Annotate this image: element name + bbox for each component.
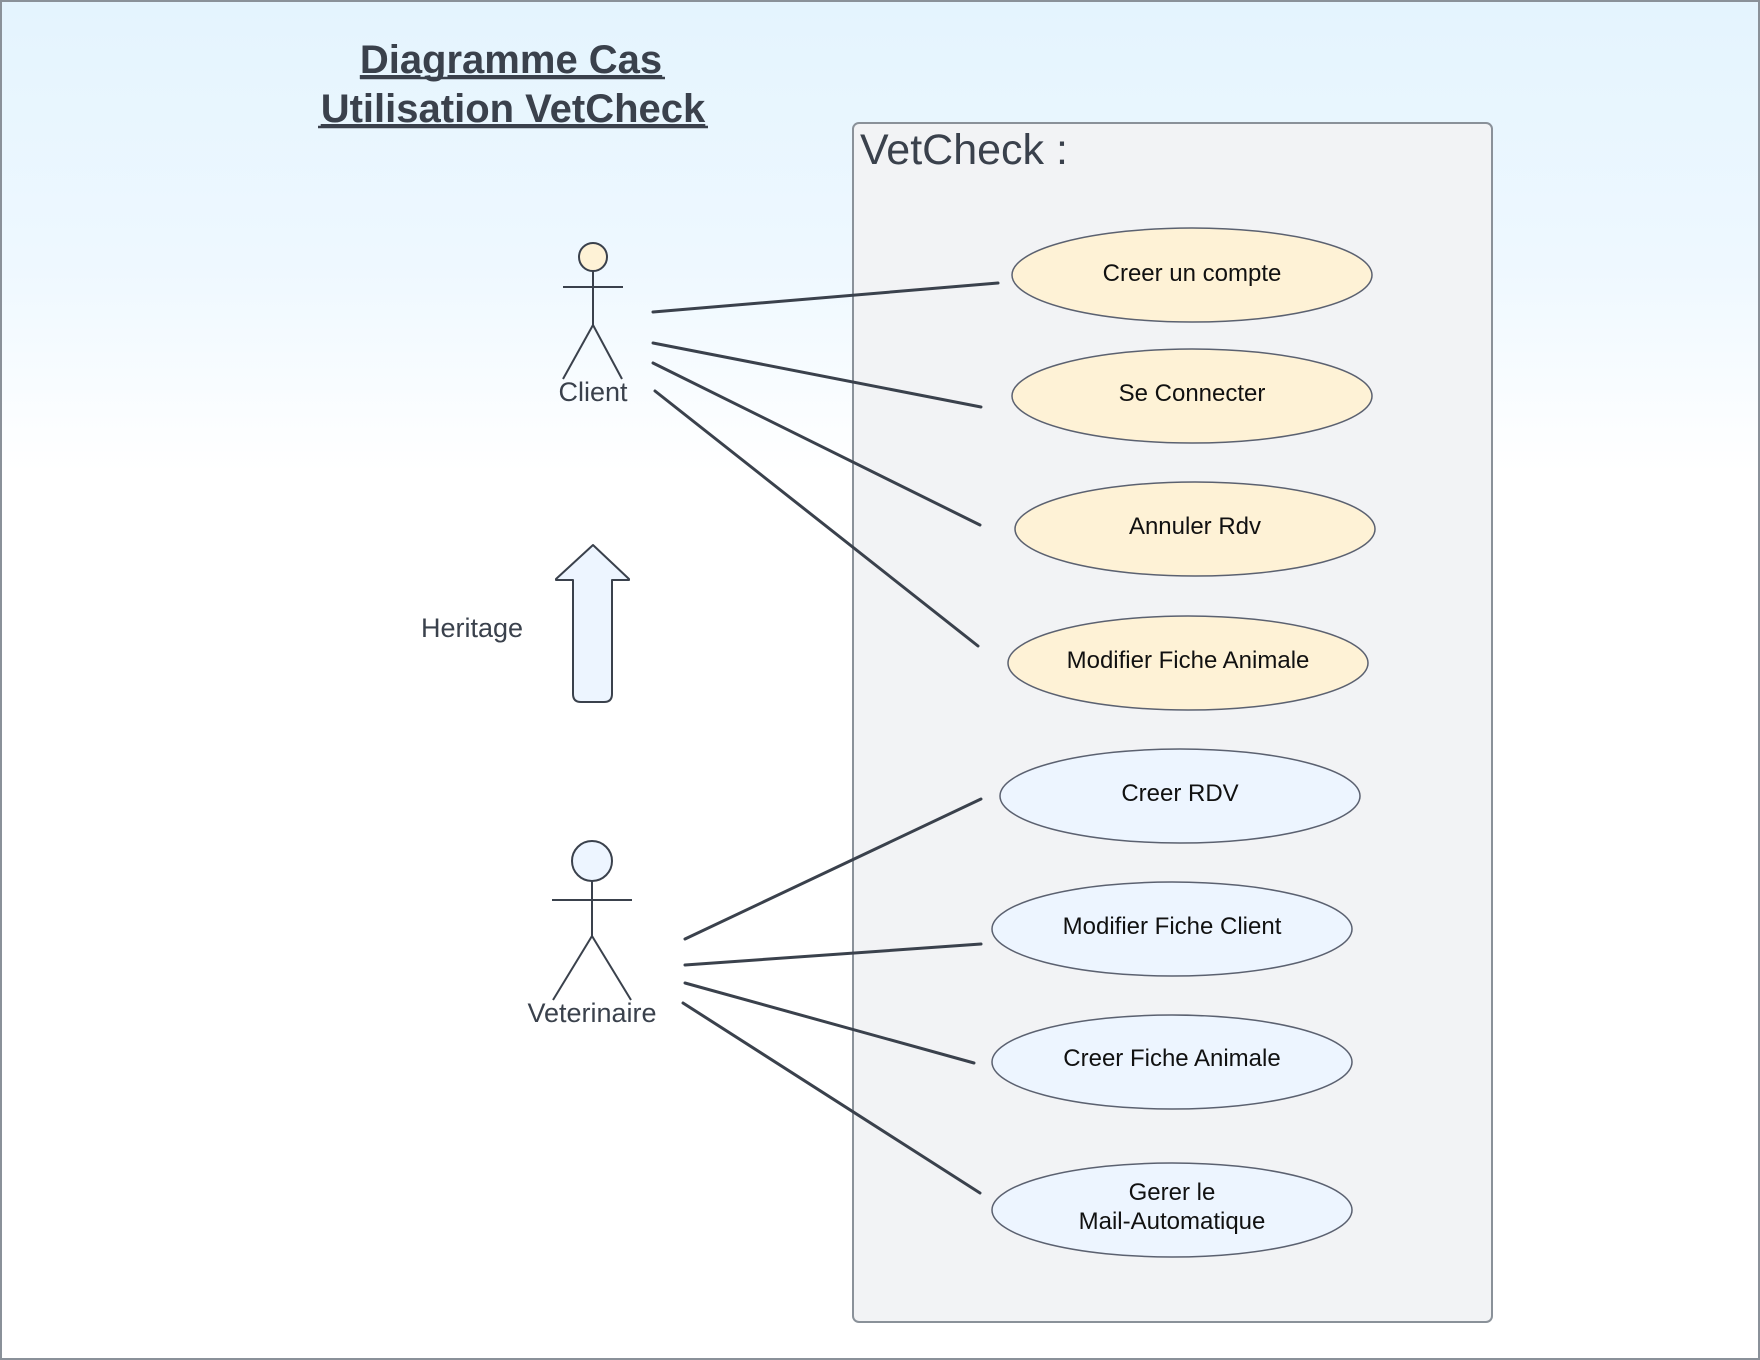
usecase-gerer-mail[interactable]: Gerer le Mail-Automatique [991,1162,1353,1258]
usecase-label: Annuler Rdv [1129,513,1261,540]
usecase-creer-compte[interactable]: Creer un compte [1011,227,1373,323]
assoc-client-annuler-rdv [651,361,982,527]
assoc-vet-creer-fiche-animale [683,981,976,1065]
usecase-modifier-fiche-client[interactable]: Modifier Fiche Client [991,881,1353,977]
stick-figure-icon [562,242,623,380]
usecase-creer-fiche-animale[interactable]: Creer Fiche Animale [991,1014,1353,1110]
assoc-vet-modifier-fiche-client [683,942,983,967]
assoc-client-modifier-fiche-animale [653,389,980,648]
assoc-vet-creer-rdv [683,797,983,941]
usecase-label: Creer un compte [1103,260,1282,287]
usecase-label: Creer RDV [1121,780,1238,807]
usecase-creer-rdv[interactable]: Creer RDV [999,748,1361,844]
usecase-label-line1: Gerer le [1129,1179,1216,1206]
inheritance-label: Heritage [421,613,523,643]
usecase-annuler-rdv[interactable]: Annuler Rdv [1014,481,1376,577]
diagram-title-line2: Utilisation VetCheck [321,87,706,131]
usecase-modifier-fiche-animale[interactable]: Modifier Fiche Animale [1007,615,1369,711]
actor-veterinaire[interactable]: Veterinaire [527,840,657,1028]
assoc-client-creer-compte [651,281,1000,314]
actor-client-label: Client [558,377,628,407]
vet-associations [681,797,983,1195]
usecase-label: Modifier Fiche Animale [1067,647,1310,674]
system-label: VetCheck : [860,126,1068,174]
client-associations [651,281,1000,648]
usecase-label: Creer Fiche Animale [1063,1045,1280,1072]
stick-figure-icon [552,840,632,1001]
assoc-vet-gerer-mail [681,1001,982,1195]
actor-veterinaire-label: Veterinaire [527,998,656,1028]
usecase-label: Se Connecter [1119,380,1266,407]
inheritance-arrow-icon [555,544,630,703]
usecase-se-connecter[interactable]: Se Connecter [1011,348,1373,444]
usecase-label-line2: Mail-Automatique [1079,1208,1266,1235]
assoc-client-se-connecter [651,341,983,409]
usecase-label: Modifier Fiche Client [1063,913,1282,940]
actor-client[interactable]: Client [558,242,628,407]
diagram-title-line1: Diagramme Cas [360,38,662,82]
